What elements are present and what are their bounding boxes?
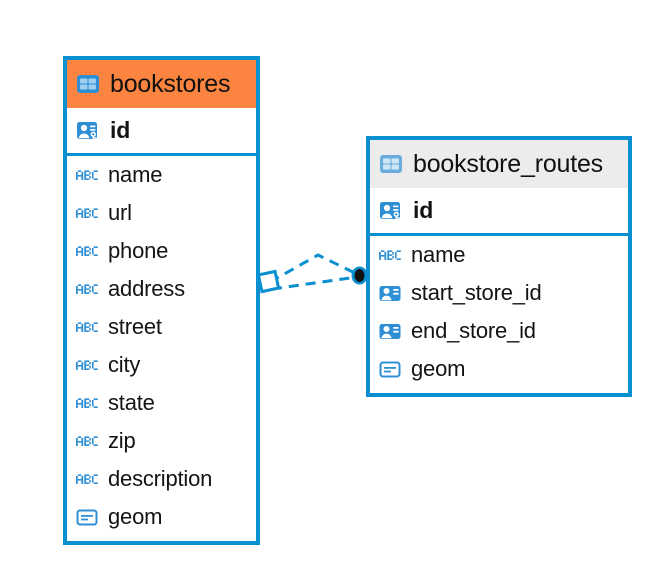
field-label-state: state (108, 390, 155, 415)
field-label-phone: phone (108, 238, 169, 263)
entity-header-bookstore-routes[interactable]: bookstore_routes (370, 140, 628, 188)
field-row-state[interactable]: state (67, 384, 256, 422)
dot-endpoint-icon (351, 266, 368, 285)
field-label-description: description (108, 466, 213, 491)
abc-text-icon (75, 391, 99, 415)
primary-key-icon (75, 118, 101, 144)
field-label-address: address (108, 276, 185, 301)
field-label-start-store-id: start_store_id (411, 280, 542, 305)
entity-title-bookstores: bookstores (110, 69, 231, 98)
primary-key-icon (378, 198, 404, 224)
field-row-primary-key[interactable]: id (370, 188, 628, 236)
field-label-name: name (108, 162, 163, 187)
entity-header-bookstores[interactable]: bookstores (67, 60, 256, 108)
foreign-key-icon (378, 319, 402, 343)
field-label-zip: zip (108, 428, 136, 453)
field-row-street[interactable]: street (67, 308, 256, 346)
field-row-address[interactable]: address (67, 270, 256, 308)
field-label-geom: geom (108, 504, 163, 529)
geometry-icon (378, 357, 402, 381)
field-label-street: street (108, 314, 162, 339)
abc-text-icon (75, 277, 99, 301)
field-row-url[interactable]: url (67, 194, 256, 232)
field-row-geom[interactable]: geom (370, 350, 628, 388)
abc-text-icon (75, 201, 99, 225)
entity-table-bookstore-routes[interactable]: bookstore_routes id (366, 136, 632, 397)
relationship-line-upper (269, 253, 360, 284)
diamond-endpoint-icon (256, 269, 281, 294)
foreign-key-icon (378, 281, 402, 305)
abc-text-icon (378, 243, 402, 267)
field-label-id: id (413, 197, 434, 223)
abc-text-icon (75, 353, 99, 377)
abc-text-icon (75, 163, 99, 187)
field-label-end-store-id: end_store_id (411, 318, 536, 343)
abc-text-icon (75, 467, 99, 491)
abc-text-icon (75, 429, 99, 453)
abc-text-icon (75, 239, 99, 263)
field-row-start-store-id[interactable]: start_store_id (370, 274, 628, 312)
field-row-end-store-id[interactable]: end_store_id (370, 312, 628, 350)
geometry-icon (75, 505, 99, 529)
entity-title-bookstore-routes: bookstore_routes (413, 149, 603, 178)
field-label-url: url (108, 200, 132, 225)
table-icon (75, 71, 101, 97)
field-label-geom: geom (411, 356, 466, 381)
abc-text-icon (75, 315, 99, 339)
field-row-name[interactable]: name (370, 236, 628, 274)
table-icon (378, 151, 404, 177)
field-row-name[interactable]: name (67, 156, 256, 194)
relationship-line-lower (271, 275, 358, 291)
field-row-primary-key[interactable]: id (67, 108, 256, 156)
field-row-zip[interactable]: zip (67, 422, 256, 460)
entity-table-bookstores[interactable]: bookstores id (63, 56, 260, 545)
field-label-id: id (110, 117, 131, 143)
field-row-phone[interactable]: phone (67, 232, 256, 270)
relationship-connector[interactable] (256, 244, 374, 306)
field-row-city[interactable]: city (67, 346, 256, 384)
field-row-description[interactable]: description (67, 460, 256, 498)
field-label-name: name (411, 242, 466, 267)
field-label-city: city (108, 352, 141, 377)
field-row-geom[interactable]: geom (67, 498, 256, 536)
